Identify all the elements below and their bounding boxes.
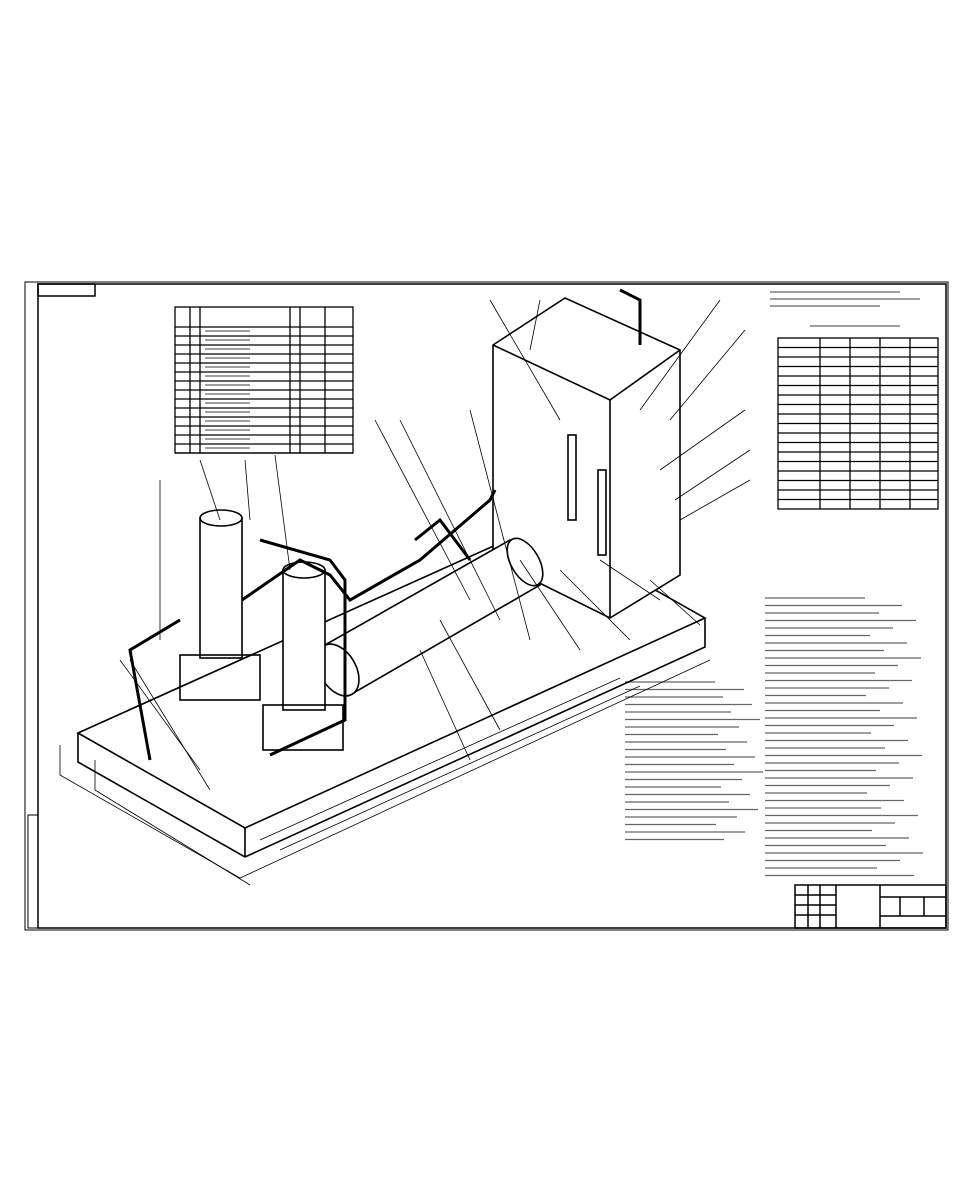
leader-line	[674, 449, 751, 501]
leader-line	[649, 579, 701, 626]
horizontal-vessel	[316, 537, 544, 697]
leader-line	[599, 559, 661, 601]
leader-line	[669, 329, 746, 421]
vertical-vessel-left	[179, 509, 261, 701]
corner-stamp	[37, 283, 96, 297]
leader-line	[519, 559, 581, 651]
title-block	[794, 884, 947, 929]
side-strip	[27, 814, 39, 929]
leader-line	[469, 409, 531, 641]
leader-line	[199, 459, 221, 521]
leader-line	[659, 409, 746, 471]
sheet-outer-frame	[24, 281, 949, 931]
leader-line	[374, 419, 471, 601]
leader-line	[439, 619, 501, 731]
table-frame	[174, 306, 354, 454]
dimension-lines	[59, 480, 711, 886]
sheet-inner-frame	[37, 283, 947, 929]
leader-lines	[119, 299, 751, 791]
piping	[128, 288, 642, 761]
parameters-table	[174, 306, 354, 454]
leader-line	[274, 454, 291, 571]
leader-line	[244, 459, 251, 521]
leader-line	[129, 659, 211, 791]
leader-line	[679, 479, 751, 521]
base-slab	[76, 524, 707, 858]
leader-line	[529, 299, 541, 351]
leader-line	[419, 649, 471, 761]
technical-notes	[625, 597, 923, 877]
leader-line	[559, 569, 631, 641]
leader-line	[399, 419, 501, 621]
characteristics-table	[770, 291, 939, 510]
leader-line	[639, 299, 721, 411]
leader-line	[489, 299, 561, 421]
